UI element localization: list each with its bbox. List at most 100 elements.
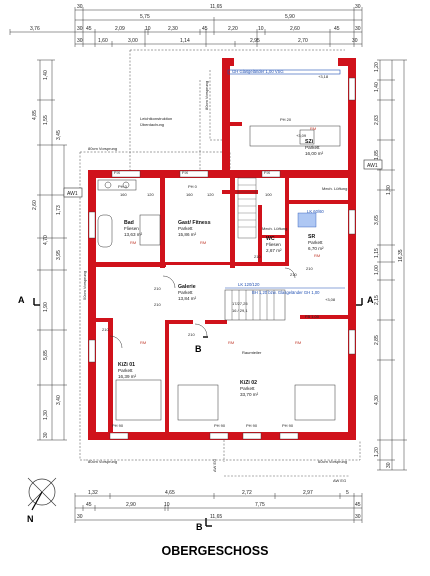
dim-bottom-2-0: 45: [86, 502, 92, 508]
dim-right-10: 2,85: [374, 335, 380, 345]
door-100: 100: [265, 192, 272, 197]
section-a-right-label: A: [367, 295, 374, 305]
dim-right-0: 1,20: [374, 62, 380, 72]
door-160-a: 160: [120, 192, 127, 197]
dim-left-10: 3,40: [56, 395, 62, 405]
dim-bottom-1-3: 2,97: [303, 490, 313, 496]
luft-label-wc: Mech. Lüftung: [262, 226, 287, 231]
dim-left-4: 3,45: [56, 130, 62, 140]
room-gast: Gast/ Fitness Parkett 15,86 m²: [178, 220, 211, 237]
section-a-right: A: [356, 295, 374, 306]
dim-top-4-3: 1,14: [180, 38, 190, 44]
dim-top-3-0: 3,76: [30, 26, 40, 32]
room-kizi01: KiZi 01 Parkett 16,39 m²: [118, 362, 137, 379]
ueber-label: Überdachung: [140, 122, 164, 127]
room-name: Bad: [124, 220, 134, 226]
room-area: 13,63 m²: [124, 232, 143, 237]
dim-top-3-8: 10: [258, 26, 264, 32]
door-210-f: 210: [306, 266, 313, 271]
section-b-bottom-label: B: [196, 522, 203, 532]
dim-right-7: 16,35: [398, 249, 404, 262]
ph-0-label-2: PH 0: [188, 184, 198, 189]
walls: [88, 58, 356, 440]
vorsprung-80-bottom: 80cm Vorsprung: [88, 459, 117, 464]
rm-bad: RM: [130, 240, 136, 245]
dim-top-3-2: 45: [86, 26, 92, 32]
room-floor: Parkett: [240, 386, 255, 391]
vorsprung-60-bottom: 60cm Vorsprung: [318, 459, 347, 464]
room-area: 33,70 m²: [240, 392, 259, 397]
room-area: 6,70 m²: [308, 246, 324, 251]
room-name: Gast/ Fitness: [178, 220, 211, 226]
room-floor: Parkett: [118, 368, 133, 373]
gh-top-label: GH Glasgeländer 1,00 VSG: [232, 69, 284, 74]
room-name: Galerie: [178, 284, 196, 290]
dim-top-3-3: 2,09: [115, 26, 125, 32]
dim-bottom-3-1: 11,65: [210, 514, 222, 520]
dim-left-11: 1,30: [43, 410, 49, 420]
rm-kizi01: RM: [140, 340, 146, 345]
dim-bottom-1-4: 5: [346, 490, 349, 496]
fix-label-3: FIX: [264, 170, 271, 175]
ph-0-label-1: PH 0: [118, 184, 128, 189]
top-dimensions: 30 11,65 30 5,75 5,90 3,76 30 45 2,09 10…: [9, 4, 363, 47]
dim-left-7: 3,95: [56, 250, 62, 260]
stair2-label: 16 / 29,1: [232, 308, 248, 313]
dim-left-6: 4,70: [43, 235, 49, 245]
dim-right-6: 1,15: [374, 248, 380, 258]
dim-right-5: 3,65: [374, 215, 380, 225]
dim-top-4-2: 3,00: [128, 38, 138, 44]
dim-right-8: 1,00: [374, 265, 380, 275]
dim-top-3-10: 45: [334, 26, 340, 32]
lk-60-label: LK 60/60: [307, 209, 324, 214]
room-floor: Parkett: [305, 145, 320, 150]
door-210-e: 210: [188, 332, 195, 337]
room-area: 15,86 m²: [178, 232, 197, 237]
rm-gast: RM: [200, 240, 206, 245]
raumteiler-label: Raumteiler: [242, 350, 262, 355]
room-wc: WC Fliesen 2,67 m²: [266, 236, 282, 253]
room-area: 16,39 m²: [118, 374, 137, 379]
dim-right-12: 1,20: [374, 447, 380, 457]
room-name: WC: [266, 236, 275, 242]
dim-bottom-2-3: 7,75: [255, 502, 265, 508]
room-name: KiZi 02: [240, 380, 257, 386]
dim-top-3-5: 2,30: [168, 26, 178, 32]
aw1-tag-right: AW1: [363, 159, 383, 170]
dim-top-4-0: 30: [77, 38, 83, 44]
dim-bottom-2-1: 2,90: [126, 502, 136, 508]
aw-eg-vertical: AW EG: [212, 459, 217, 472]
door-210-d: 210: [102, 327, 109, 332]
dim-left-0: 1,40: [43, 70, 49, 80]
room-name: KiZi 01: [118, 362, 135, 368]
dim-top-3-1: 30: [77, 26, 83, 32]
furniture: [97, 125, 341, 421]
dim-top-3-6: 45: [202, 26, 208, 32]
room-area: 2,67 m²: [266, 248, 282, 253]
rm-sr: RM: [314, 253, 320, 258]
room-sr: SR Parkett 6,70 m²: [308, 234, 324, 251]
ph-20-label: PH 20: [280, 117, 292, 122]
aw1-left-label: AW1: [67, 191, 78, 197]
room-name: SZi: [305, 139, 314, 145]
level-318: +3,18: [318, 74, 329, 79]
section-b-top: B: [195, 336, 208, 354]
room-floor: Fliesen: [266, 242, 281, 247]
door-120-a: 120: [147, 192, 154, 197]
north-arrow: N: [27, 477, 57, 524]
dim-top-1b: 11,65: [210, 4, 222, 10]
stair-label: 17/27,25: [232, 301, 248, 306]
room-floor: Fliesen: [124, 226, 139, 231]
dim-left-12: 30: [43, 432, 49, 438]
ph-90-label-3: PH 90: [246, 423, 258, 428]
dim-bottom-1-0: 1,32: [88, 490, 98, 496]
dim-right-1: 1,40: [374, 82, 380, 92]
door-210-a: 210: [154, 286, 161, 291]
bh-glas-label: BH 1,20 bzw. Glasgeländer GH 1,00: [252, 290, 320, 295]
dim-top-1a: 30: [77, 4, 83, 10]
dim-top-1c: 30: [355, 4, 361, 10]
dim-left-9: 5,85: [43, 350, 49, 360]
level-309: +3,09: [296, 133, 307, 138]
room-szi: SZi Parkett 16,00 m²: [305, 139, 324, 156]
dim-right-3: 1,85: [374, 150, 380, 160]
